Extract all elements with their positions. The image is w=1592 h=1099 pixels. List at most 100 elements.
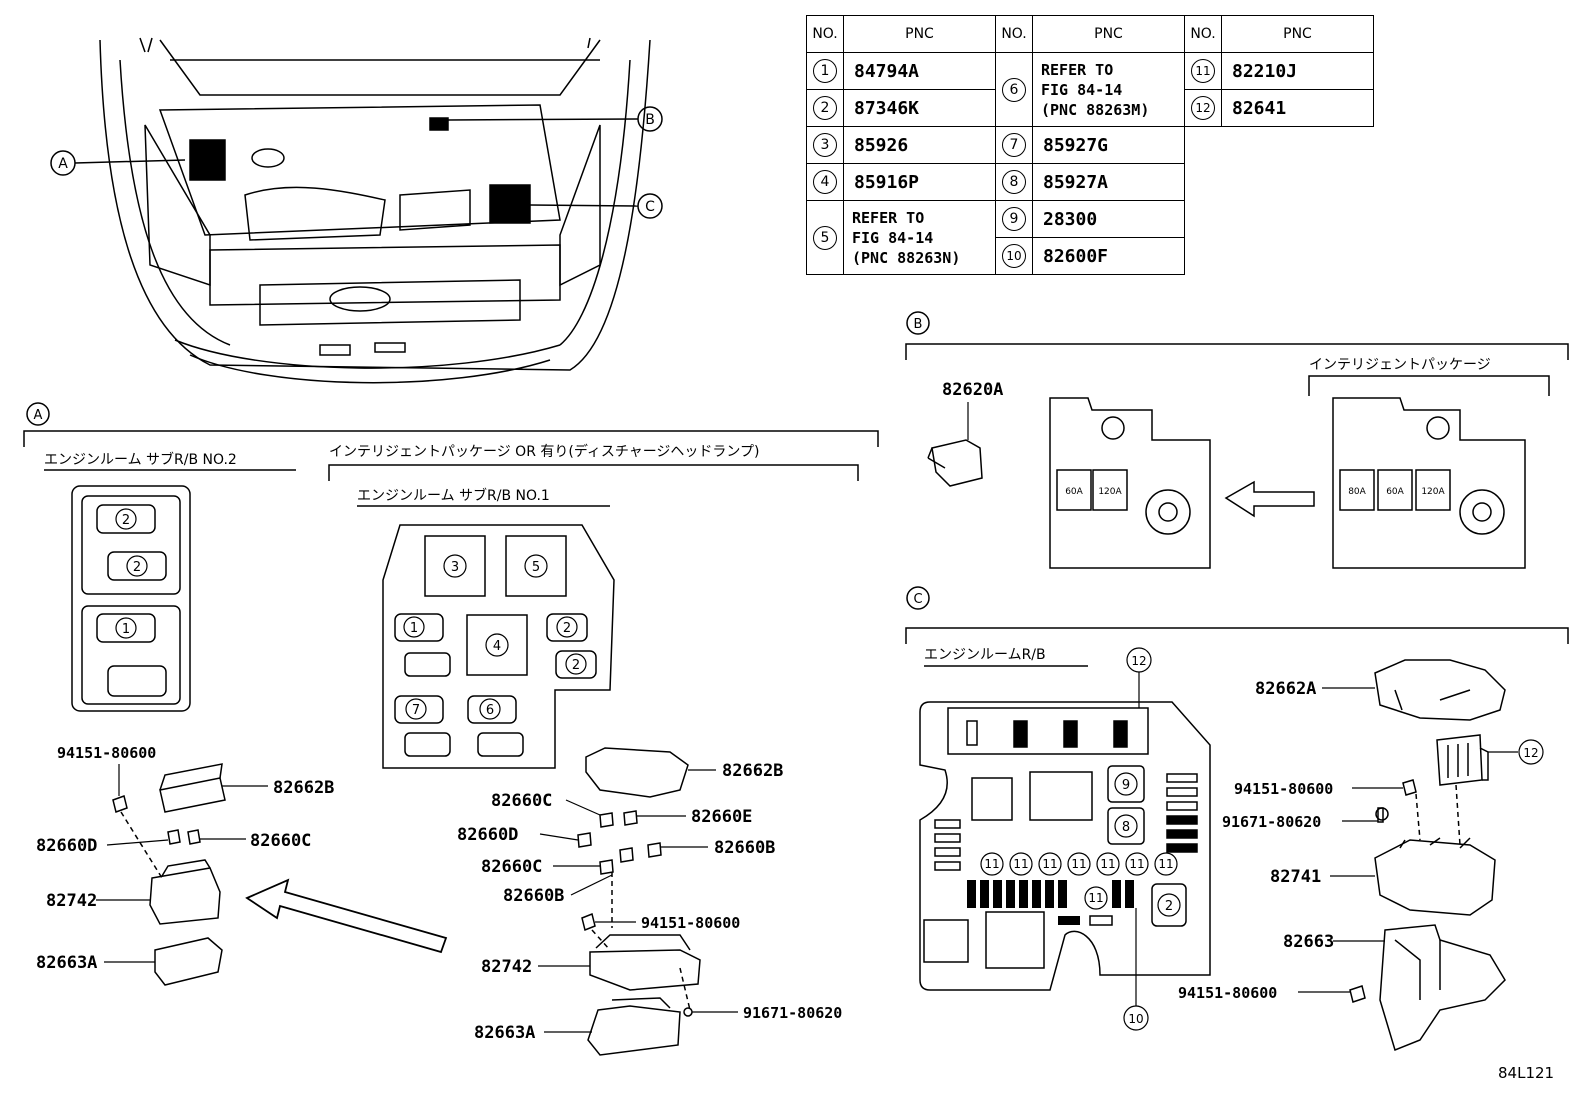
item-number: 7: [1002, 133, 1026, 157]
left-exploded-parts: [112, 763, 226, 986]
callout-number: 1: [410, 621, 418, 636]
fuse-label: 80A: [1348, 487, 1366, 497]
label-cover-left: 82662B: [273, 778, 334, 798]
callout-number: 2: [133, 560, 141, 575]
pnc-line: (PNC 88263N): [852, 248, 961, 267]
fuse-label: 60A: [1065, 487, 1083, 497]
pnc-cell: 82210J: [1221, 52, 1374, 90]
col-pnc-header: PNC: [1221, 15, 1374, 53]
col-pnc-header: PNC: [1032, 15, 1185, 53]
label-screw-right: 91671-80620: [743, 1004, 842, 1022]
pnc-line: REFER TO: [1041, 60, 1114, 79]
callout-number: 5: [532, 560, 540, 575]
callout-number: 2: [1165, 899, 1173, 914]
pnc-cell: 85927G: [1032, 126, 1185, 164]
callout-label: A: [34, 408, 43, 423]
callout-number: 11: [1129, 857, 1144, 871]
callout-b-car: B: [447, 106, 663, 132]
item-number: 6: [1002, 77, 1026, 102]
label-relay-e: 82660E: [691, 807, 752, 827]
label-lower-c: 82663: [1283, 932, 1334, 952]
item-number: 2: [813, 96, 837, 120]
item-number: 9: [1002, 207, 1026, 231]
item-number: 4: [813, 170, 837, 194]
pnc-cell-refer: REFER TO FIG 84-14 (PNC 88263N): [843, 200, 996, 275]
label-block-right: 82742: [481, 957, 532, 977]
label-relay-b1: 82660B: [714, 838, 775, 858]
right-exploded-parts: [577, 747, 701, 1056]
callout-number: 2: [563, 621, 571, 636]
callout-number: 11: [1158, 857, 1173, 871]
engine-room-rb-title: エンジンルームR/B: [924, 647, 1046, 663]
callout-number: 4: [493, 639, 501, 654]
label-relay-c-left: 82660C: [250, 831, 311, 851]
callout-number: 12: [1131, 654, 1146, 668]
item-number: 10: [1002, 244, 1026, 268]
engine-room-rb-box: 9 8 11 11 11 11 11 11 11 11 2 12 10: [919, 647, 1211, 1031]
pnc-cell: 85927A: [1032, 163, 1185, 201]
col-pnc-header: PNC: [843, 15, 996, 53]
label-block-left: 82742: [46, 891, 97, 911]
callout-number: 12: [1523, 746, 1538, 760]
item-number: 3: [813, 133, 837, 157]
callout-number: 9: [1122, 778, 1130, 793]
pnc-line: FIG 84-14: [852, 228, 934, 247]
pnc-line: (PNC 88263M): [1041, 100, 1150, 119]
fuse-block-b-left: 60A 120A: [1049, 397, 1211, 569]
fuse-label: 60A: [1386, 487, 1404, 497]
item-number: 11: [1191, 59, 1215, 83]
pnc-line: REFER TO: [852, 208, 925, 227]
callout-number: 11: [1042, 857, 1057, 871]
callout-label: B: [645, 112, 655, 128]
callout-a-car: A: [50, 150, 186, 176]
callout-number: 11: [1071, 857, 1086, 871]
pnc-cell: 28300: [1032, 200, 1185, 238]
sub-rb-no2-box: 2 2 1: [71, 485, 191, 712]
label-bolt-c1: 94151-80600: [1234, 780, 1333, 798]
callout-number: 10: [1128, 1012, 1143, 1026]
label-lower-right: 82663A: [474, 1023, 535, 1043]
callout-label: B: [914, 317, 923, 332]
label-bolt-right: 94151-80600: [641, 914, 740, 932]
pnc-cell: 82600F: [1032, 237, 1185, 275]
relay-82620a: [931, 439, 983, 487]
label-bolt-left: 94151-80600: [57, 744, 156, 762]
label-82620a: 82620A: [942, 380, 1003, 400]
callout-label: A: [58, 156, 68, 172]
fuse-label: 120A: [1421, 487, 1445, 497]
section-a: A エンジンルーム サブR/B NO.2 インテリジェントパッケージ OR 有り…: [23, 402, 879, 1056]
col-no-header: NO.: [806, 15, 844, 53]
label-relay-c2: 82660C: [481, 857, 542, 877]
label-relay-d: 82660D: [457, 825, 518, 845]
item-number: 5: [813, 225, 837, 250]
section-b: B インテリジェントパッケージ 82620A 60A 120A: [905, 311, 1569, 569]
fuse-block-b-right: 80A 60A 120A: [1332, 397, 1526, 569]
label-relay-b2: 82660B: [503, 886, 564, 906]
pnc-cell: 82641: [1221, 89, 1374, 127]
label-cover-right: 82662B: [722, 761, 783, 781]
callout-number: 7: [412, 703, 420, 718]
callout-number: 3: [451, 560, 459, 575]
label-cover-c: 82662A: [1255, 679, 1316, 699]
callout-label: C: [913, 592, 922, 607]
label-block-c: 82741: [1270, 867, 1321, 887]
package-note: インテリジェントパッケージ OR 有り(ディスチャージヘッドランプ): [329, 443, 759, 460]
pnc-table: NO. PNC NO. PNC NO. PNC 1 84794A 6 REFER…: [806, 15, 1374, 275]
figure-code: 84L121: [1498, 1064, 1554, 1082]
pnc-cell-refer: REFER TO FIG 84-14 (PNC 88263M): [1032, 52, 1185, 127]
callout-number: 8: [1122, 820, 1130, 835]
fuse-label: 120A: [1098, 487, 1122, 497]
callout-number: 11: [1088, 891, 1103, 905]
callout-number: 11: [1013, 857, 1028, 871]
pnc-line: FIG 84-14: [1041, 80, 1123, 99]
callout-number: 6: [486, 703, 494, 718]
label-bolt-c2: 94151-80600: [1178, 984, 1277, 1002]
label-relay-d-left: 82660D: [36, 836, 97, 856]
sub-rb-no1-box: 3 5 4 1 2 2 7 6: [382, 524, 615, 769]
item-number: 12: [1191, 96, 1215, 120]
sub-rb-no1-title: エンジンルーム サブR/B NO.1: [357, 487, 550, 504]
callout-number: 2: [572, 658, 580, 673]
pnc-cell: 84794A: [843, 52, 996, 90]
replace-arrow: [1224, 480, 1315, 518]
